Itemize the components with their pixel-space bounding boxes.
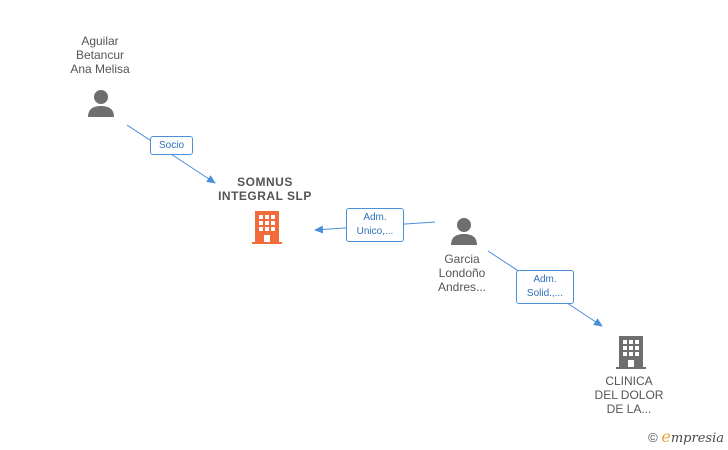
node-label-aguilar[interactable]: Aguilar Betancur Ana Melisa: [70, 34, 130, 76]
brand-name: mpresia: [670, 431, 724, 446]
node-label-clinica[interactable]: CLINICA DEL DOLOR DE LA...: [594, 374, 664, 416]
building-icon[interactable]: [615, 334, 647, 370]
copyright-symbol: ©: [648, 430, 658, 445]
edge-label-socio[interactable]: Socio: [150, 136, 193, 155]
node-label-garcia[interactable]: Garcia Londoño Andres...: [437, 252, 487, 294]
node-label-somnus[interactable]: SOMNUS INTEGRAL SLP: [218, 175, 312, 203]
person-icon[interactable]: [449, 216, 479, 246]
edge-label-adm-solid[interactable]: Adm. Solid.,...: [516, 270, 574, 304]
brand-e-letter: e: [661, 427, 671, 446]
building-icon[interactable]: [251, 209, 283, 245]
empresia-logo: © empresia: [648, 427, 724, 446]
edge-label-adm-unico[interactable]: Adm. Unico,...: [346, 208, 404, 242]
person-icon[interactable]: [86, 88, 116, 118]
